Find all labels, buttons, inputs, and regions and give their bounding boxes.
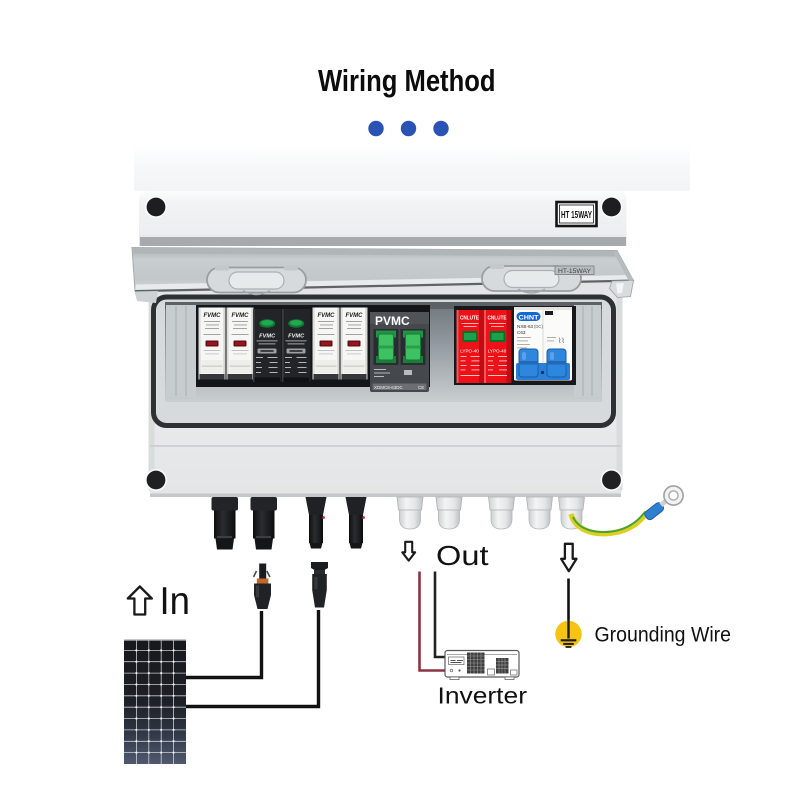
svg-text:HT-15WAY: HT-15WAY — [558, 268, 592, 275]
svg-text:PVMC: PVMC — [375, 314, 410, 328]
svg-text:HT 15WAY: HT 15WAY — [561, 210, 592, 221]
svg-text:CHNT: CHNT — [519, 314, 539, 321]
svg-text:⌇⌇: ⌇⌇ — [558, 337, 565, 345]
svg-text:In: In — [160, 580, 191, 623]
svg-text:Wiring Method: Wiring Method — [318, 64, 496, 98]
svg-text:C63: C63 — [517, 330, 526, 335]
svg-text:XDMC8-63DC: XDMC8-63DC — [374, 385, 404, 390]
svg-text:CNLUTE: CNLUTE — [460, 316, 479, 322]
svg-text:FVMC: FVMC — [259, 334, 276, 340]
svg-text:LYPO-40: LYPO-40 — [460, 349, 479, 354]
svg-text:Grounding Wire: Grounding Wire — [595, 624, 732, 647]
svg-text:NXB-63: NXB-63 — [517, 324, 534, 329]
svg-text:FVMC: FVMC — [204, 313, 222, 319]
svg-text:Out: Out — [436, 540, 489, 571]
svg-text:(DC): (DC) — [534, 324, 543, 329]
svg-text:Inverter: Inverter — [438, 683, 528, 709]
svg-text:CE: CE — [418, 385, 424, 390]
